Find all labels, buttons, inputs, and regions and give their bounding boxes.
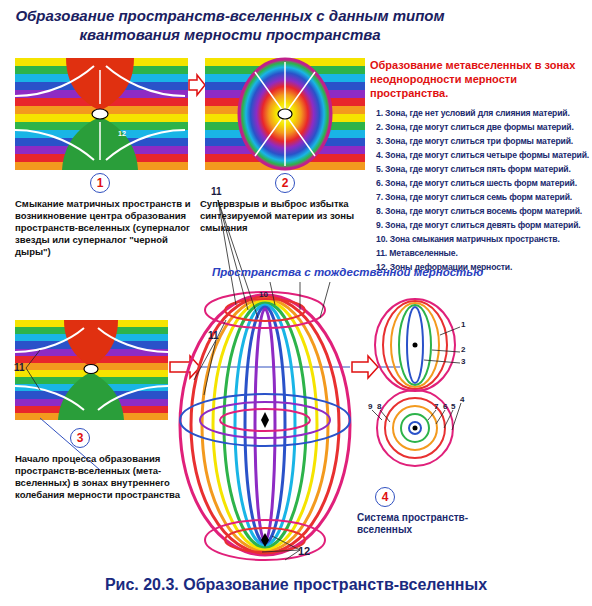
list-item: 6. Зона, где могут слиться шесть форм ма… [370,176,590,190]
space-lobe [220,409,310,431]
space-shell [399,305,431,385]
space-shell [213,301,317,549]
matrix-stripes [15,58,188,170]
list-item: 9. Зона, где могут слиться девять форм м… [370,218,590,232]
burst-zone [239,59,331,169]
space-ring [385,398,445,458]
list-item: 1. Зона, где нет условий для слияния мат… [370,106,590,120]
space-lobe [180,394,350,446]
space-shell [224,303,306,547]
space-shell [245,307,285,543]
space-shell [255,309,275,541]
matrix-stripes [205,58,365,170]
space-ring [393,406,437,450]
callout-number: 6 [443,402,447,411]
space-ring [401,414,429,442]
deformation-lines [15,328,168,410]
space-lobe [205,520,325,560]
hollow-arrow [352,356,378,378]
callout-number: 11 [208,330,219,341]
title: Образование пространств-вселенных с данн… [10,6,450,44]
callout-number: 2 [461,345,465,354]
space-shell [407,307,423,383]
callout-number: 1 [461,320,465,329]
space-lobe [225,528,305,552]
center-point [84,365,98,374]
numbered-stage: 4Система пространств-вселенных [357,487,475,536]
space-shell [391,303,439,387]
space-lobe [200,402,330,438]
callout-number: 7 [434,402,438,411]
funnel-bottom [58,372,124,420]
stage-caption: Супервзрыв и выброс избытка синтезируемо… [200,198,368,234]
center-diamond [261,412,269,428]
leader-lines [372,327,461,430]
stage-caption: Смыкание матричных пространств и возникн… [15,198,193,258]
numbered-stage: 2Супервзрыв и выброс избытка синтезируем… [200,173,368,234]
stage-number: 1 [90,173,110,193]
list-item: 4. Зона, где могут слиться четыре формы … [370,148,590,162]
space-ring [377,390,453,466]
space-shell [235,305,295,545]
space-lobe [225,299,305,321]
list-item: 8. Зона, где могут слиться восемь форм м… [370,204,590,218]
universe-system [375,299,455,466]
deformation-lines [15,66,185,160]
callout-number: 11 [14,362,25,373]
callout-number: 11 [211,186,222,197]
list-heading: Образование метавселенных в зонах неодно… [370,58,590,100]
space-shell [375,299,455,391]
list-item: 7. Зона, где могут слиться семь форм мат… [370,190,590,204]
list-item: 2. Зона, где могут слиться две формы мат… [370,120,590,134]
space-shell [191,297,339,553]
funnel-top [64,320,118,367]
ejection-rays [255,62,315,166]
hollow-arrow [189,75,205,95]
callout-number: 9 [368,402,372,411]
space-shell [202,299,328,551]
center-point [278,109,292,119]
callout-number: 4 [460,395,464,404]
center-point [92,109,108,119]
stage-number: 3 [70,428,90,448]
matrix-stripes [15,320,168,420]
list-item: 5. Зона, где могут слиться пять форм мат… [370,162,590,176]
list-item: 3. Зона, где могут слиться три формы мат… [370,134,590,148]
stage-number: 2 [275,173,295,193]
center-diamond [261,533,269,547]
list-item: 11. Метавселенные. [370,246,590,260]
center-point [413,343,418,348]
group-label: Пространства с тождественной мерностью [212,266,483,278]
callout-number: 12 [118,130,126,137]
panel-beginning [15,320,168,420]
center-point [413,426,418,431]
stage-caption: Система пространств-вселенных [357,512,475,536]
callout-number: 8 [377,402,381,411]
numbered-stage: 1Смыкание матричных пространств и возник… [15,173,193,258]
list-item: 10. Зона смыкания матричных пространств. [370,232,590,246]
space-shell [180,295,350,555]
metauniverse-system [180,292,350,560]
zone-list: Образование метавселенных в зонах неодно… [370,58,590,274]
callout-number: 5 [451,402,455,411]
panel-burst [205,58,365,170]
stage-caption: Начало процесса образования пространств-… [15,453,193,501]
callout-number: 12 [298,545,310,557]
numbered-stage: 3Начало процесса образования пространств… [15,428,193,501]
panel-merging [15,58,188,170]
leader-lines [26,200,330,560]
space-shell [383,301,447,389]
stage-number: 4 [375,487,395,507]
callout-number: 3 [461,357,465,366]
callout-number: 10 [259,290,268,299]
space-ring [409,422,421,434]
figure-caption: Рис. 20.3. Образование пространств-вселе… [0,576,592,594]
